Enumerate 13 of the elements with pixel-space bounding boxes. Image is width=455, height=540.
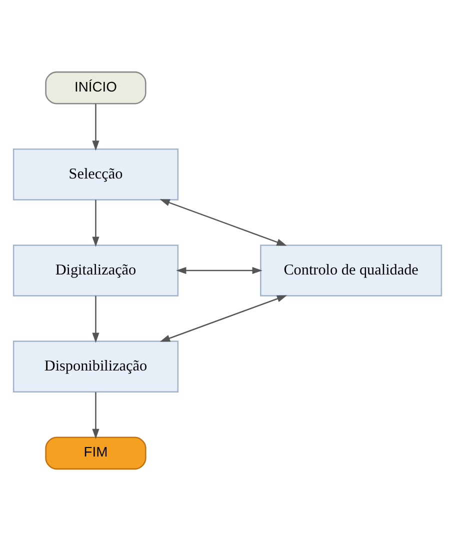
arrow <box>176 266 262 274</box>
node-box: Selecção <box>12 148 179 200</box>
arrow <box>160 294 288 342</box>
arrow <box>92 392 100 439</box>
node-box: FIM <box>45 436 146 470</box>
node-box: Disponibilização <box>12 340 179 392</box>
node-box: Controlo de qualidade <box>260 244 442 296</box>
node-box: Digitalização <box>12 244 179 296</box>
arrow <box>160 198 287 246</box>
arrow <box>92 103 100 150</box>
arrow <box>92 295 100 342</box>
arrow <box>92 199 100 246</box>
node-box: INÍCIO <box>45 70 146 104</box>
